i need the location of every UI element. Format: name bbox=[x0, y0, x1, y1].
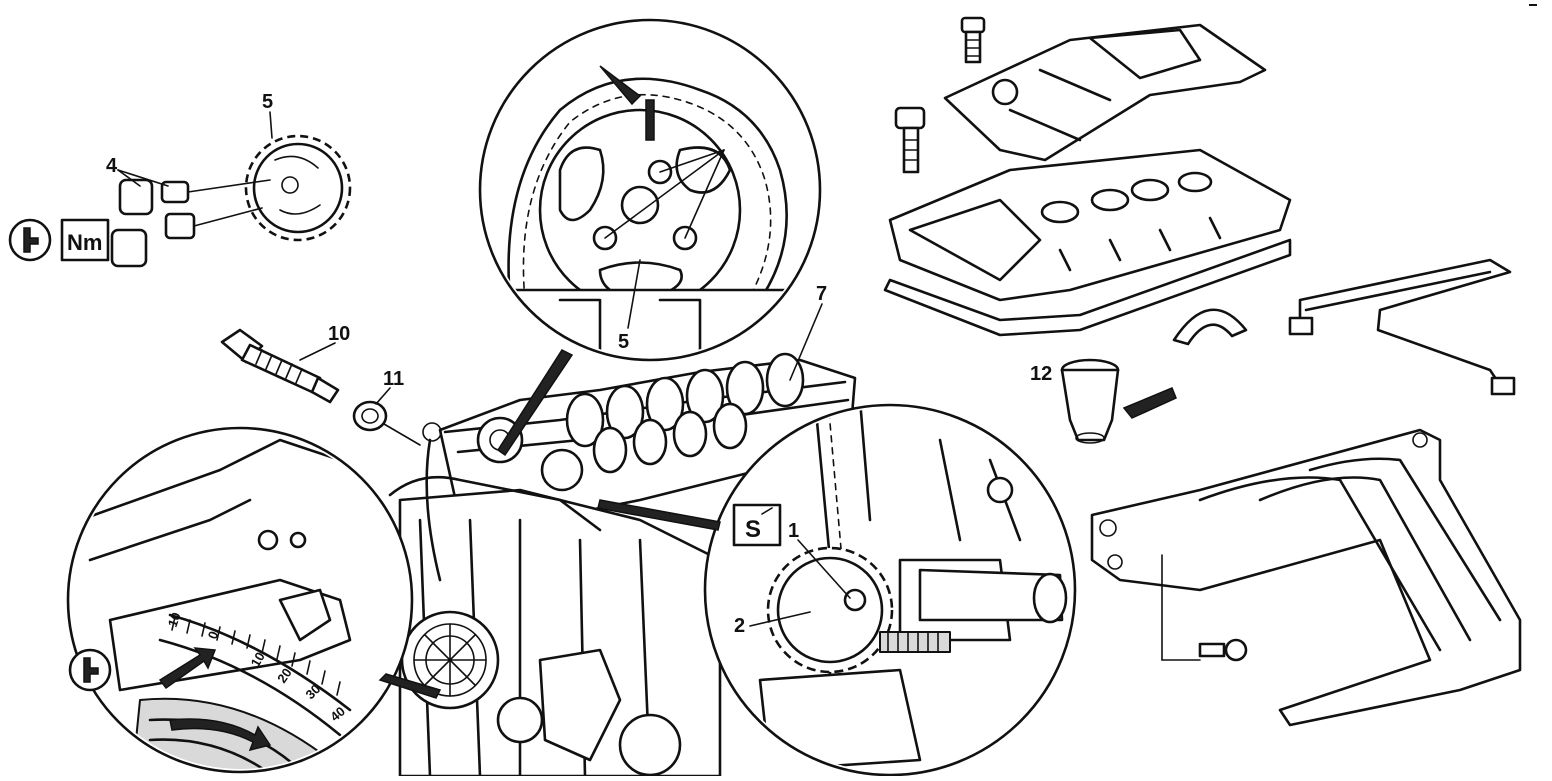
magnifier-degree-scale: 10 0 10 20 30 40 bbox=[66, 426, 442, 774]
engine-block bbox=[388, 352, 857, 778]
callout-5-inset: 5 bbox=[618, 331, 629, 353]
special-tool-label: S bbox=[745, 516, 761, 543]
part-12: 12 bbox=[1030, 358, 1177, 444]
oil-line bbox=[1288, 258, 1516, 396]
bolt-top bbox=[960, 16, 986, 64]
callout-7: 7 bbox=[816, 283, 827, 305]
engine-cover bbox=[943, 23, 1267, 162]
part-10-sensor: 10 bbox=[220, 323, 350, 404]
magnifier-tensioner: S special-tool-icon 1 2 bbox=[597, 403, 1077, 777]
degree-label-10a: 10 bbox=[165, 610, 184, 629]
callout-12: 12 bbox=[1030, 363, 1052, 385]
part-5-sprocket: 5 bbox=[244, 91, 352, 242]
callout-10: 10 bbox=[328, 323, 350, 345]
crankshaft-pulley bbox=[400, 610, 500, 710]
callout-11: 11 bbox=[383, 368, 404, 390]
callout-5-top: 5 bbox=[262, 91, 273, 113]
degree-label-10b: 10 bbox=[248, 649, 268, 669]
torque-symbol-bottom bbox=[68, 648, 112, 692]
camshaft bbox=[565, 352, 805, 474]
part-7: 7 bbox=[789, 283, 827, 381]
bolt-left bbox=[894, 106, 926, 174]
half-moon-seal bbox=[1172, 308, 1248, 346]
callout-2: 2 bbox=[734, 615, 745, 637]
part-4-bolts: 4 bbox=[106, 155, 271, 268]
torque-label: Nm bbox=[67, 230, 102, 255]
callout-4: 4 bbox=[106, 155, 118, 177]
part-11-seal: 11 bbox=[352, 368, 421, 446]
intake-manifold bbox=[1090, 428, 1522, 727]
callout-1: 1 bbox=[788, 520, 799, 542]
torque-symbol-top: torque-wrench-icon Nm bbox=[8, 218, 110, 262]
valve-cover bbox=[883, 148, 1292, 337]
special-tool-box bbox=[732, 503, 782, 547]
degree-label-0: 0 bbox=[205, 629, 222, 641]
degree-label-20: 20 bbox=[274, 665, 295, 685]
